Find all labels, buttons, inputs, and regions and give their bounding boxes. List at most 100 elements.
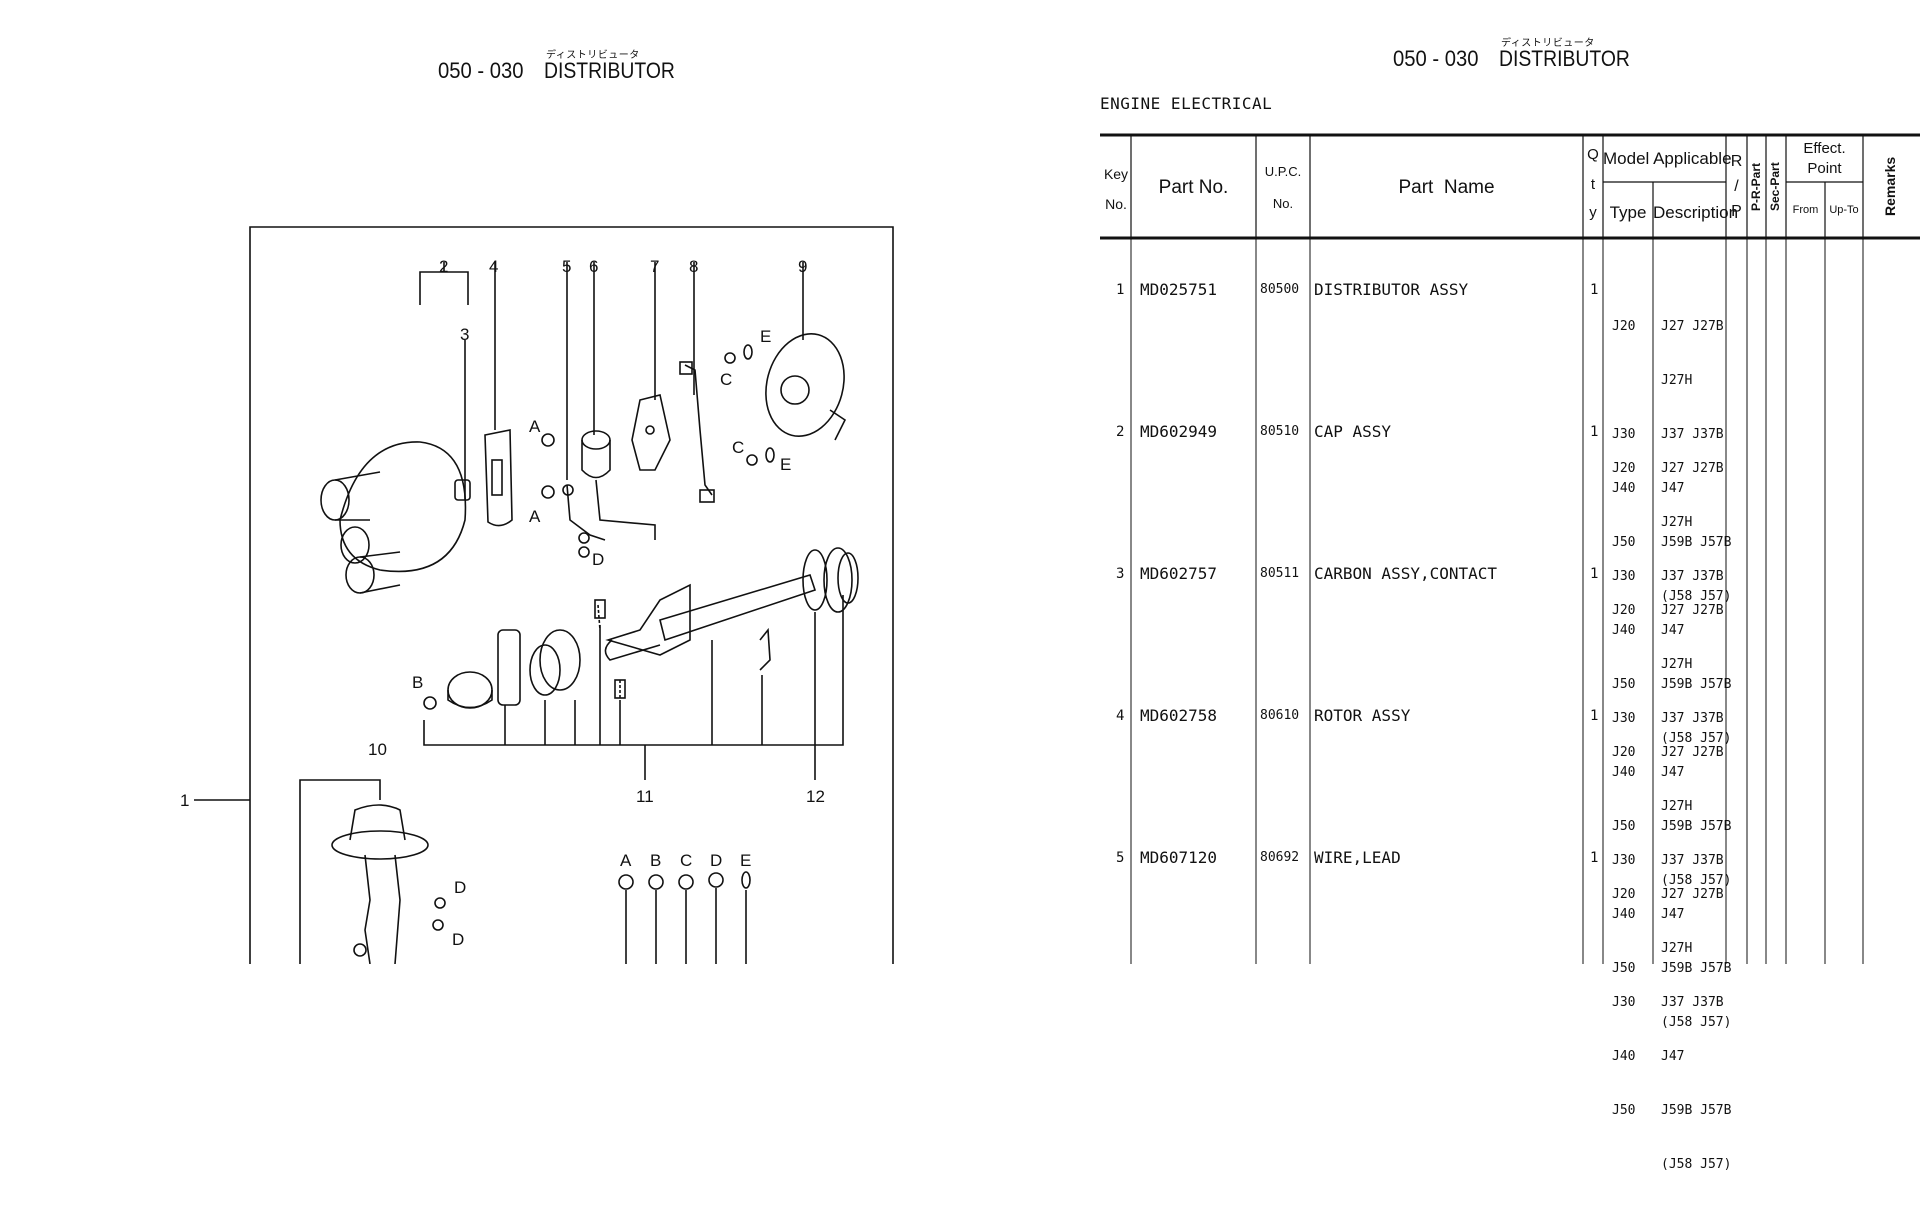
letter-e-1: E — [760, 327, 771, 346]
legend-e: E — [740, 851, 751, 870]
callout-8: 8 — [689, 257, 698, 276]
row-upc: 80510 — [1260, 424, 1300, 439]
col-effect-line2: Point — [1807, 160, 1842, 177]
row-key: 2 — [1116, 424, 1125, 440]
col-upc-line1: U.P.C. — [1264, 164, 1302, 179]
col-remarks: Remarks — [1882, 156, 1898, 216]
callout-12: 12 — [806, 787, 825, 806]
row-types: J20 J30 J40 J50 — [1612, 424, 1659, 730]
row-part-no: MD602949 — [1140, 422, 1218, 441]
type-line: J20 — [1612, 319, 1636, 334]
col-upto: Up-To — [1829, 204, 1859, 216]
type-line: J40 — [1612, 623, 1636, 638]
desc-line: J37 J37B — [1661, 853, 1724, 868]
desc-line: J47 — [1661, 765, 1685, 780]
callout-2: 2 — [439, 257, 448, 276]
type-line: J50 — [1612, 1103, 1636, 1118]
row-part-name: CARBON ASSY,CONTACT — [1314, 564, 1498, 583]
col-pr-part: P-R-Part — [1749, 163, 1763, 212]
col-part-name: Part Name — [1398, 177, 1495, 198]
desc-line: J37 J37B — [1661, 995, 1724, 1010]
diagram-header-title: DISTRIBUTOR — [544, 58, 675, 83]
vacuum-advance-drawing — [299, 779, 429, 964]
diagram-header: ディストリビュータ 050 - 030 DISTRIBUTOR — [0, 40, 1000, 100]
desc-line: (J58 J57) — [1661, 1157, 1732, 1172]
row-part-name: CAP ASSY — [1314, 422, 1392, 441]
desc-line: J27 J27B — [1661, 603, 1724, 618]
desc-line: (J58 J57) — [1661, 589, 1732, 604]
condenser-drawing — [581, 430, 656, 540]
callout-9: 9 — [798, 257, 807, 276]
desc-line: J47 — [1661, 1049, 1685, 1064]
row-upc: 80511 — [1260, 566, 1300, 581]
desc-line: J27H — [1661, 941, 1693, 956]
type-line: J30 — [1612, 427, 1636, 442]
type-line: J20 — [1612, 887, 1636, 902]
row-types: J20 J30 J40 J50 — [1612, 850, 1659, 1156]
callout-11: 11 — [636, 787, 654, 806]
callout-10: 10 — [368, 740, 387, 759]
table-grid — [1100, 133, 1920, 964]
col-qty-t: t — [1590, 176, 1596, 193]
desc-line: J37 J37B — [1661, 569, 1724, 584]
desc-line: J37 J37B — [1661, 427, 1724, 442]
letter-e-2: E — [780, 455, 791, 474]
row-part-no: MD602757 — [1140, 564, 1218, 583]
col-rp-p: P — [1731, 203, 1742, 220]
diagram-page: ディストリビュータ 050 - 030 DISTRIBUTOR — [0, 0, 1000, 964]
type-line: J30 — [1612, 995, 1636, 1010]
letter-d-3: D — [452, 930, 464, 949]
type-line — [1612, 514, 1659, 532]
type-line: J40 — [1612, 765, 1636, 780]
callout-1: 1 — [180, 791, 189, 810]
callout-4: 4 — [489, 257, 498, 276]
row-key: 5 — [1116, 850, 1125, 866]
parts-list-page: ディストリビュータ 050 - 030 DISTRIBUTOR ENGINE E… — [1050, 0, 1920, 1172]
letter-a-1: A — [529, 417, 541, 436]
row-part-no: MD025751 — [1140, 280, 1218, 299]
letter-a-2: A — [529, 507, 541, 526]
desc-line: J47 — [1661, 907, 1685, 922]
diagram-header-code: 050 - 030 — [438, 58, 524, 83]
row-key: 1 — [1116, 282, 1125, 298]
row-qty: 1 — [1590, 424, 1599, 440]
row-qty: 1 — [1590, 850, 1599, 866]
col-type: Type — [1609, 203, 1647, 222]
desc-line: J47 — [1661, 481, 1685, 496]
type-line — [1612, 940, 1659, 958]
row-qty: 1 — [1590, 708, 1599, 724]
desc-line: J27 J27B — [1661, 887, 1724, 902]
desc-line: J27 J27B — [1661, 745, 1724, 760]
governor-weights-drawing — [423, 629, 581, 710]
callout-5: 5 — [562, 257, 571, 276]
callout-7: 7 — [650, 257, 659, 276]
letter-c-1: C — [720, 370, 732, 389]
shaft-assembly-drawing — [594, 547, 859, 700]
type-line — [1612, 372, 1659, 390]
col-rp-r: R — [1730, 153, 1743, 170]
type-line: J40 — [1612, 1049, 1636, 1064]
desc-line: (J58 J57) — [1661, 873, 1732, 888]
desc-line: J27H — [1661, 515, 1693, 530]
col-qty-q: Q — [1587, 146, 1599, 163]
row-qty: 1 — [1590, 566, 1599, 582]
table-header: ディストリビュータ 050 - 030 DISTRIBUTOR — [1050, 30, 1920, 90]
desc-line: J27 J27B — [1661, 319, 1724, 334]
desc-line: J59B J57B — [1661, 535, 1732, 550]
desc-line: J27 J27B — [1661, 461, 1724, 476]
col-upc-line2: No. — [1272, 196, 1294, 211]
legend-c: C — [680, 851, 692, 870]
row-description: J27 J27B J27H J37 J37B J47 J59B J57B (J5… — [1661, 850, 1731, 1210]
type-line: J30 — [1612, 569, 1636, 584]
desc-line: (J58 J57) — [1661, 731, 1732, 746]
row-key: 3 — [1116, 566, 1125, 582]
type-line — [1612, 656, 1659, 674]
rotor-drawing — [484, 429, 513, 527]
desc-line: J59B J57B — [1661, 677, 1732, 692]
row-description: J27 J27B J27H J37 J37B J47 J59B J57B (J5… — [1661, 282, 1731, 642]
row-part-name: DISTRIBUTOR ASSY — [1314, 280, 1469, 299]
desc-line: J27H — [1661, 373, 1693, 388]
row-description: J27 J27B J27H J37 J37B J47 J59B J57B (J5… — [1661, 566, 1731, 926]
type-line: J30 — [1612, 853, 1636, 868]
row-upc: 80692 — [1260, 850, 1300, 865]
